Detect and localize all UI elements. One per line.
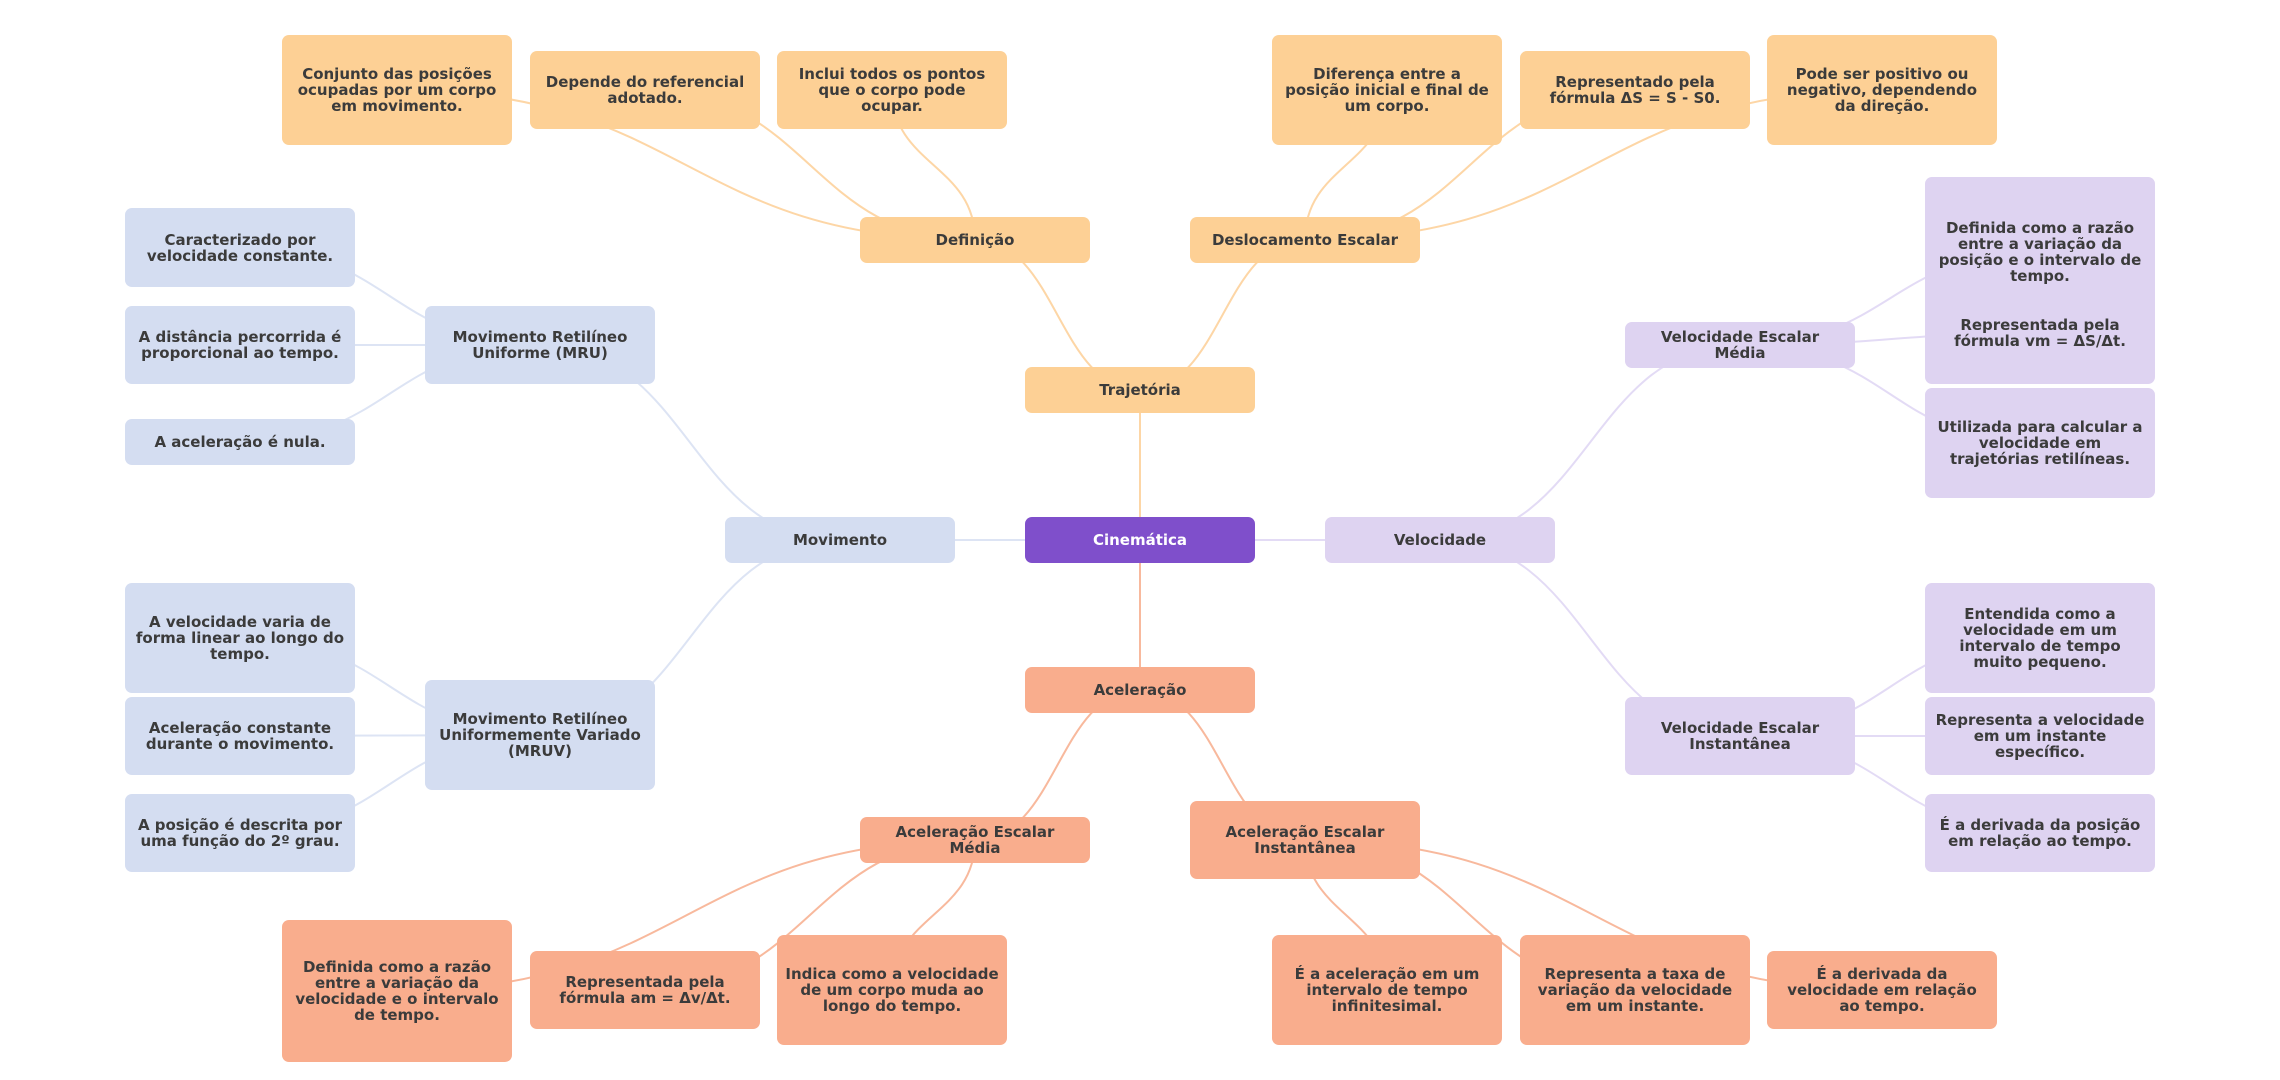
node-aei-taxa-variacao[interactable]: Representa a taxa de variação da velocid… <box>1520 935 1750 1045</box>
node-label: Pode ser positivo ou negativo, dependend… <box>1786 65 1978 115</box>
node-label: Movimento <box>792 531 888 549</box>
node-definicao-conjunto[interactable]: Conjunto das posições ocupadas por um co… <box>282 35 512 145</box>
node-label: Representa a taxa de variação da velocid… <box>1537 965 1733 1015</box>
node-vei-derivada-posicao[interactable]: É a derivada da posição em relação ao te… <box>1925 794 2155 872</box>
node-label: A distância percorrida é proporcional ao… <box>138 328 342 362</box>
node-label: Aceleração constante durante o movimento… <box>145 719 335 753</box>
node-label: Indica como a velocidade de um corpo mud… <box>785 965 999 1015</box>
node-aei-infinitesimal[interactable]: É a aceleração em um intervalo de tempo … <box>1272 935 1502 1045</box>
node-deslocamento-formula[interactable]: Representado pela fórmula ΔS = S - S0. <box>1520 51 1750 129</box>
node-definicao-pontos[interactable]: Inclui todos os pontos que o corpo pode … <box>777 51 1007 129</box>
node-vei-instante-especifico[interactable]: Representa a velocidade em um instante e… <box>1925 697 2155 775</box>
node-label: Inclui todos os pontos que o corpo pode … <box>798 65 986 115</box>
node-label: Velocidade Escalar Instantânea <box>1660 719 1820 753</box>
node-label: Diferença entre a posição inicial e fina… <box>1285 65 1489 115</box>
node-velocidade[interactable]: Velocidade <box>1325 517 1555 563</box>
node-aceleracao[interactable]: Aceleração <box>1025 667 1255 713</box>
node-velocidade-escalar-instantanea[interactable]: Velocidade Escalar Instantânea <box>1625 697 1855 775</box>
node-deslocamento-sinal[interactable]: Pode ser positivo ou negativo, dependend… <box>1767 35 1997 145</box>
node-label: Cinemática <box>1092 531 1188 549</box>
node-label: Aceleração Escalar Instantânea <box>1225 823 1385 857</box>
edge-velocidade-vem <box>1439 344 1741 541</box>
node-label: Utilizada para calcular a velocidade em … <box>1937 418 2143 468</box>
root-node-cinematica[interactable]: Cinemática <box>1025 517 1255 563</box>
node-aceleracao-escalar-instantanea[interactable]: Aceleração Escalar Instantânea <box>1190 801 1420 879</box>
node-movimento[interactable]: Movimento <box>725 517 955 563</box>
node-vem-definicao[interactable]: Definida como a razão entre a variação d… <box>1938 218 2142 285</box>
node-label: A aceleração é nula. <box>154 433 326 451</box>
node-aem-definicao[interactable]: Definida como a razão entre a variação d… <box>282 920 512 1062</box>
node-label: Definição <box>935 231 1015 249</box>
node-mru-velocidade-constante[interactable]: Caracterizado por velocidade constante. <box>125 208 355 287</box>
node-label: Aceleração Escalar Média <box>895 823 1055 857</box>
node-mruv[interactable]: Movimento Retilíneo Uniformemente Variad… <box>425 680 655 790</box>
node-label: Representado pela fórmula ΔS = S - S0. <box>1549 73 1721 107</box>
node-label: Velocidade <box>1393 531 1487 549</box>
node-label: É a derivada da posição em relação ao te… <box>1939 816 2141 850</box>
node-label: Caracterizado por velocidade constante. <box>146 230 334 265</box>
node-label: Velocidade Escalar Média <box>1660 328 1820 362</box>
node-mru-distancia[interactable]: A distância percorrida é proporcional ao… <box>125 306 355 384</box>
node-deslocamento-diferenca[interactable]: Diferença entre a posição inicial e fina… <box>1272 35 1502 145</box>
node-label: Depende do referencial adotado. <box>545 73 745 107</box>
node-mruv-aceleracao-constante[interactable]: Aceleração constante durante o movimento… <box>125 697 355 775</box>
node-label: A posição é descrita por uma função do 2… <box>137 816 343 850</box>
node-label: É a derivada da velocidade em relação ao… <box>1787 965 1977 1015</box>
node-vem-definicao-formula-box[interactable]: Definida como a razão entre a variação d… <box>1925 177 2155 384</box>
node-velocidade-escalar-media[interactable]: Velocidade Escalar Média <box>1625 322 1855 368</box>
node-definicao[interactable]: Definição <box>860 217 1090 263</box>
node-mruv-velocidade-linear[interactable]: A velocidade varia de forma linear ao lo… <box>125 583 355 693</box>
node-vei-intervalo-pequeno[interactable]: Entendida como a velocidade em um interv… <box>1925 583 2155 693</box>
node-label: Definida como a razão entre a variação d… <box>295 958 499 1024</box>
node-vem-utilizacao[interactable]: Utilizada para calcular a velocidade em … <box>1925 388 2155 498</box>
node-label: Trajetória <box>1099 381 1181 399</box>
node-aem-indica[interactable]: Indica como a velocidade de um corpo mud… <box>777 935 1007 1045</box>
node-aceleracao-escalar-media[interactable]: Aceleração Escalar Média <box>860 817 1090 863</box>
node-label: Movimento Retilíneo Uniformemente Variad… <box>439 710 641 760</box>
node-label: Representa a velocidade em um instante e… <box>1935 711 2145 761</box>
node-mru-aceleracao-nula[interactable]: A aceleração é nula. <box>125 419 355 465</box>
node-mruv-funcao-2-grau[interactable]: A posição é descrita por uma função do 2… <box>125 794 355 872</box>
node-vem-formula[interactable]: Representada pela fórmula vm = ΔS/Δt. <box>1954 316 2126 351</box>
node-mru[interactable]: Movimento Retilíneo Uniforme (MRU) <box>425 306 655 384</box>
node-label: Entendida como a velocidade em um interv… <box>1959 605 2121 671</box>
node-label: Deslocamento Escalar <box>1211 231 1399 249</box>
node-label: É a aceleração em um intervalo de tempo … <box>1294 965 1480 1015</box>
node-trajetoria[interactable]: Trajetória <box>1025 367 1255 413</box>
node-label: Movimento Retilíneo Uniforme (MRU) <box>452 328 628 362</box>
node-deslocamento-escalar[interactable]: Deslocamento Escalar <box>1190 217 1420 263</box>
node-aem-formula[interactable]: Representada pela fórmula am = Δv/Δt. <box>530 951 760 1029</box>
node-label: A velocidade varia de forma linear ao lo… <box>135 613 345 663</box>
node-label: Conjunto das posições ocupadas por um co… <box>297 65 497 115</box>
node-definicao-referencial[interactable]: Depende do referencial adotado. <box>530 51 760 129</box>
node-label: Representada pela fórmula am = Δv/Δt. <box>559 973 731 1007</box>
node-aei-derivada-velocidade[interactable]: É a derivada da velocidade em relação ao… <box>1767 951 1997 1029</box>
node-label: Aceleração <box>1093 681 1187 699</box>
